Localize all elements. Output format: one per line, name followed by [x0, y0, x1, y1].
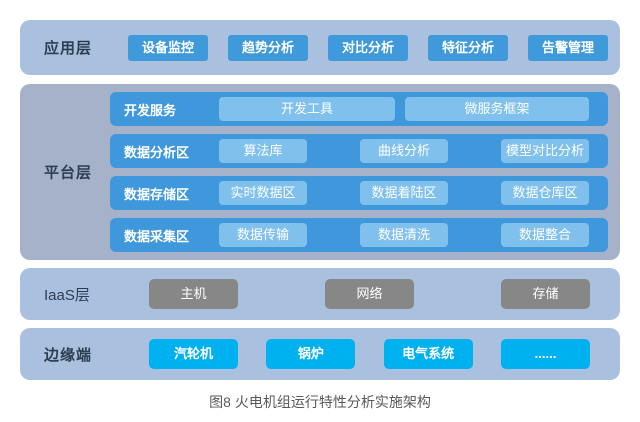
- edge-layer: 边缘端 汽轮机 锅炉 电气系统 ......: [20, 328, 620, 380]
- application-layer-items: 设备监控 趋势分析 对比分析 特征分析 告警管理: [128, 34, 608, 61]
- chip-realtime-data-zone: 实时数据区: [219, 181, 307, 205]
- chip-data-cleaning: 数据清洗: [360, 223, 448, 247]
- app-item-trend-analysis: 趋势分析: [228, 34, 308, 61]
- iaas-item-host: 主机: [149, 279, 238, 309]
- iaas-layer-label: IaaS层: [44, 286, 90, 304]
- app-item-alarm-management: 告警管理: [528, 34, 608, 61]
- edge-layer-label: 边缘端: [44, 346, 93, 364]
- chip-model-comparison: 模型对比分析: [501, 139, 589, 163]
- edge-item-more: ......: [500, 339, 590, 369]
- chip-curve-analysis: 曲线分析: [360, 139, 448, 163]
- iaas-layer: IaaS层 主机 网络 存储: [20, 268, 620, 320]
- chip-data-integration: 数据整合: [501, 223, 589, 247]
- edge-item-steam-turbine: 汽轮机: [149, 339, 238, 369]
- app-item-comparison-analysis: 对比分析: [328, 34, 408, 61]
- application-layer: 应用层 设备监控 趋势分析 对比分析 特征分析 告警管理: [20, 20, 620, 75]
- iaas-layer-items: 主机 网络 存储: [149, 279, 590, 309]
- platform-row-dev-services: 开发服务 开发工具 微服务框架: [110, 92, 608, 126]
- chip-dev-tools: 开发工具: [219, 97, 395, 121]
- app-item-device-monitoring: 设备监控: [128, 34, 208, 61]
- chip-data-landing-zone: 数据着陆区: [360, 181, 448, 205]
- iaas-item-network: 网络: [325, 279, 414, 309]
- app-item-feature-analysis: 特征分析: [428, 34, 508, 61]
- chip-microservice-framework: 微服务框架: [405, 97, 589, 121]
- edge-item-electrical-system: 电气系统: [383, 339, 473, 369]
- platform-row-data-collection: 数据采集区 数据传输 数据清洗 数据整合: [110, 218, 608, 252]
- figure-caption: 图8 火电机组运行特性分析实施架构: [209, 394, 431, 410]
- edge-layer-items: 汽轮机 锅炉 电气系统 ......: [149, 339, 590, 369]
- platform-row-label: 数据存储区: [124, 186, 190, 202]
- iaas-item-storage: 存储: [501, 279, 590, 309]
- chip-data-transmission: 数据传输: [219, 223, 307, 247]
- platform-rows: 开发服务 开发工具 微服务框架 数据分析区 算法库 曲线分析 模型对比分析 数据…: [110, 92, 608, 252]
- platform-row-label: 数据分析区: [124, 144, 190, 160]
- platform-row-data-storage: 数据存储区 实时数据区 数据着陆区 数据仓库区: [110, 176, 608, 210]
- chip-data-warehouse-zone: 数据仓库区: [501, 181, 589, 205]
- platform-layer-label: 平台层: [44, 164, 93, 182]
- chip-algorithm-library: 算法库: [219, 139, 307, 163]
- application-layer-label: 应用层: [44, 40, 93, 57]
- platform-row-label: 数据采集区: [124, 228, 190, 244]
- platform-row-label: 开发服务: [124, 102, 177, 118]
- edge-item-boiler: 锅炉: [266, 339, 356, 369]
- platform-layer: 平台层 开发服务 开发工具 微服务框架 数据分析区 算法库 曲线分析 模型对比分…: [20, 84, 620, 260]
- platform-row-data-analysis: 数据分析区 算法库 曲线分析 模型对比分析: [110, 134, 608, 168]
